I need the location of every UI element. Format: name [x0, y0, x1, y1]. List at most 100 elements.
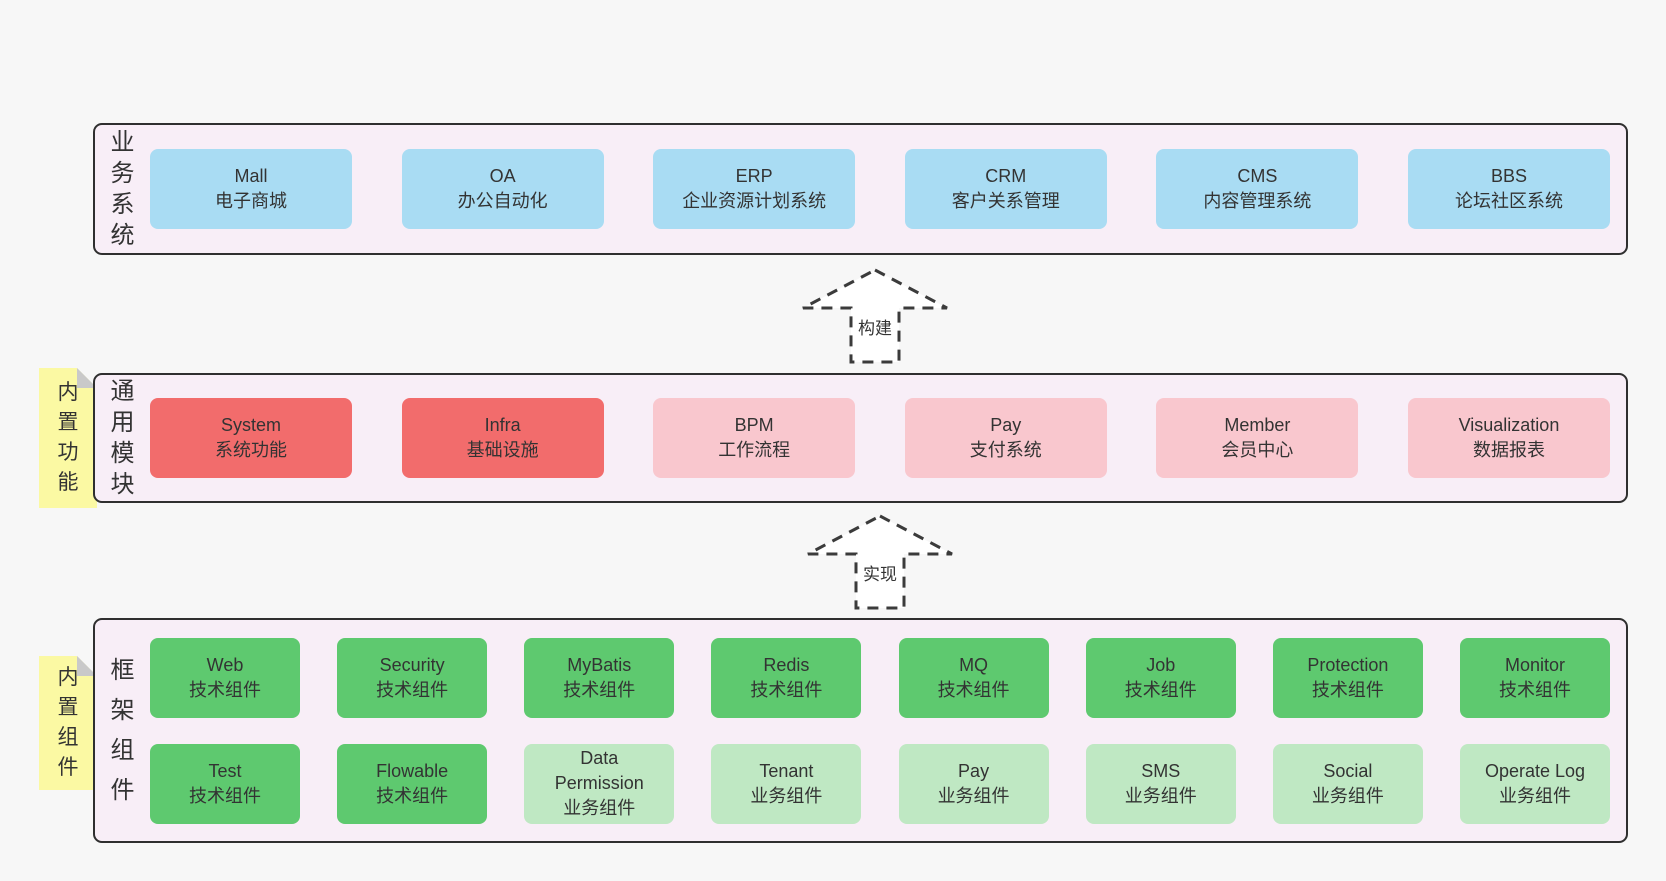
component-box-test: Test 技术组件: [150, 743, 300, 824]
component-name: Visualization: [1458, 415, 1560, 435]
component-name: Security: [379, 654, 445, 675]
component-box-bbs: BBS 论坛社区系统: [1407, 149, 1610, 229]
component-name: Redis: [763, 654, 810, 675]
component-name: Pay: [958, 760, 990, 781]
component-name: Job: [1146, 654, 1176, 675]
sticky-paper: [39, 656, 97, 790]
sticky-note-built-in-components: 内 置 组 件: [39, 656, 97, 790]
arrow-label: 构建: [858, 319, 892, 338]
component-name: BPM: [734, 415, 774, 435]
component-box-web: Web 技术组件: [150, 637, 300, 718]
component-box-flowable: Flowable 技术组件: [337, 743, 488, 824]
component-subtitle: 业务组件: [563, 798, 636, 818]
dashed-up-arrow-implement: 实现: [807, 514, 953, 610]
component-subtitle: 工作流程: [718, 440, 791, 460]
component-subtitle: 技术组件: [189, 785, 261, 806]
component-subtitle: 办公自动化: [457, 191, 548, 211]
component-subtitle: 业务组件: [750, 785, 823, 806]
component-subtitle: 技术组件: [1498, 679, 1571, 700]
component-name: Member: [1224, 415, 1291, 435]
component-name: OA: [489, 166, 516, 186]
component-name: CMS: [1237, 166, 1278, 186]
component-name: Flowable: [376, 760, 449, 781]
component-box-erp: ERP 企业资源计划系统: [653, 149, 856, 229]
band-title: 框 架 组 件: [110, 656, 135, 804]
component-box-sms: SMS 业务组件: [1085, 743, 1236, 824]
component-name: ERP: [735, 166, 773, 186]
component-subtitle: 业务组件: [1311, 785, 1384, 806]
component-subtitle: 业务组件: [1124, 785, 1197, 806]
component-subtitle: 会员中心: [1221, 440, 1294, 460]
component-name: CRM: [985, 166, 1027, 186]
component-name: MQ: [959, 654, 989, 675]
component-box-bpm: BPM 工作流程: [653, 398, 856, 478]
component-name: Social: [1323, 760, 1373, 781]
sticky-label: 内 置 功 能: [57, 381, 79, 494]
component-name: Operate Log: [1484, 760, 1586, 781]
arrow-label: 实现: [863, 565, 897, 584]
component-name: BBS: [1490, 166, 1527, 186]
component-subtitle: 业务组件: [937, 785, 1010, 806]
component-name: Infra: [484, 415, 521, 435]
component-name: Tenant: [759, 760, 814, 781]
component-box-mybatis: MyBatis 技术组件: [524, 637, 675, 718]
sticky-label: 内 置 组 件: [57, 666, 79, 779]
component-name: Data Permission: [554, 748, 644, 793]
component-box-operate-log: Operate Log 业务组件: [1459, 743, 1610, 824]
component-box-tenant: Tenant 业务组件: [711, 743, 862, 824]
component-subtitle: 系统功能: [215, 440, 287, 460]
component-name: Pay: [990, 415, 1022, 435]
component-name: MyBatis: [567, 654, 632, 675]
band-title: 业 务 系 统: [110, 129, 135, 249]
sticky-note-built-in-features: 内 置 功 能: [39, 368, 97, 508]
component-name: SMS: [1141, 760, 1181, 781]
component-box-visualization: Visualization 数据报表: [1407, 398, 1610, 478]
component-box-mq: MQ 技术组件: [898, 637, 1049, 718]
component-subtitle: 客户关系管理: [951, 191, 1060, 211]
component-name: Web: [206, 654, 244, 675]
component-subtitle: 论坛社区系统: [1454, 191, 1563, 211]
component-subtitle: 数据报表: [1472, 440, 1545, 460]
sticky-paper: [39, 368, 97, 508]
component-name: Test: [208, 760, 242, 781]
component-box-redis: Redis 技术组件: [711, 637, 862, 718]
component-box-cms: CMS 内容管理系统: [1156, 149, 1359, 229]
component-box-pay: Pay 支付系统: [904, 398, 1107, 478]
component-subtitle: 企业资源计划系统: [682, 191, 827, 211]
component-subtitle: 技术组件: [563, 679, 636, 700]
component-box-security: Security 技术组件: [337, 637, 488, 718]
component-name: Protection: [1307, 654, 1389, 675]
component-name: Monitor: [1504, 654, 1565, 675]
component-box-monitor: Monitor 技术组件: [1459, 637, 1610, 718]
band-title: 通 用 模 块: [110, 378, 135, 498]
component-name: System: [220, 415, 281, 435]
component-box-social: Social 业务组件: [1272, 743, 1423, 824]
component-box-pay: Pay 业务组件: [898, 743, 1049, 824]
component-subtitle: 技术组件: [189, 679, 261, 700]
component-box-member: Member 会员中心: [1156, 398, 1359, 478]
component-subtitle: 技术组件: [1311, 679, 1384, 700]
component-box-protection: Protection 技术组件: [1272, 637, 1423, 718]
component-subtitle: 技术组件: [937, 679, 1010, 700]
component-subtitle: 技术组件: [376, 679, 449, 700]
component-box-data-permission: Data Permission 业务组件: [524, 743, 675, 824]
component-subtitle: 业务组件: [1498, 785, 1571, 806]
component-name: Mall: [234, 166, 268, 186]
component-subtitle: 技术组件: [750, 679, 823, 700]
component-subtitle: 支付系统: [969, 440, 1042, 460]
component-subtitle: 技术组件: [376, 785, 449, 806]
component-subtitle: 内容管理系统: [1203, 191, 1312, 211]
